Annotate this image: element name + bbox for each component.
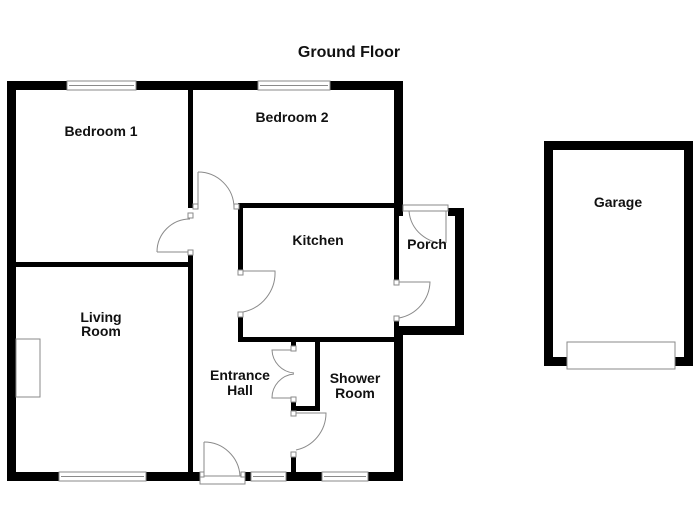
garage-walls	[544, 141, 693, 370]
label-living-room-line1: Living	[80, 309, 121, 325]
doors	[156, 171, 447, 485]
label-entrance-hall-line2: Hall	[227, 382, 253, 398]
door-porch-inner	[393, 279, 431, 322]
window-porch	[402, 204, 449, 212]
window-bedroom-1	[66, 80, 137, 91]
door-bedroom-1	[156, 212, 194, 256]
door-bedroom-2	[192, 171, 240, 210]
room-labels: Bedroom 1 Bedroom 2 Kitchen Porch Living…	[64, 109, 642, 401]
window-hall	[250, 471, 287, 482]
door-front	[199, 441, 246, 485]
garage-door	[566, 341, 676, 370]
label-entrance-hall-line1: Entrance	[210, 367, 270, 383]
label-porch: Porch	[407, 236, 447, 252]
door-cupboard	[271, 345, 297, 403]
label-bedroom-2: Bedroom 2	[255, 109, 328, 125]
label-shower-room-line2: Room	[335, 385, 375, 401]
label-kitchen: Kitchen	[292, 232, 343, 248]
door-kitchen	[237, 269, 276, 318]
label-shower-room-line1: Shower	[330, 370, 381, 386]
door-shower-room	[290, 410, 327, 458]
fireplace	[15, 338, 41, 398]
label-bedroom-1: Bedroom 1	[64, 123, 137, 139]
main-house-walls	[7, 81, 403, 481]
floor-title: Ground Floor	[298, 44, 400, 61]
label-living-room-line2: Room	[81, 323, 121, 339]
porch-walls	[394, 203, 464, 335]
windows	[15, 80, 449, 482]
window-living-room	[58, 471, 147, 482]
label-garage: Garage	[594, 194, 642, 210]
window-bedroom-2	[257, 80, 331, 91]
window-shower-room	[321, 471, 369, 482]
door-porch-outer	[408, 210, 447, 244]
